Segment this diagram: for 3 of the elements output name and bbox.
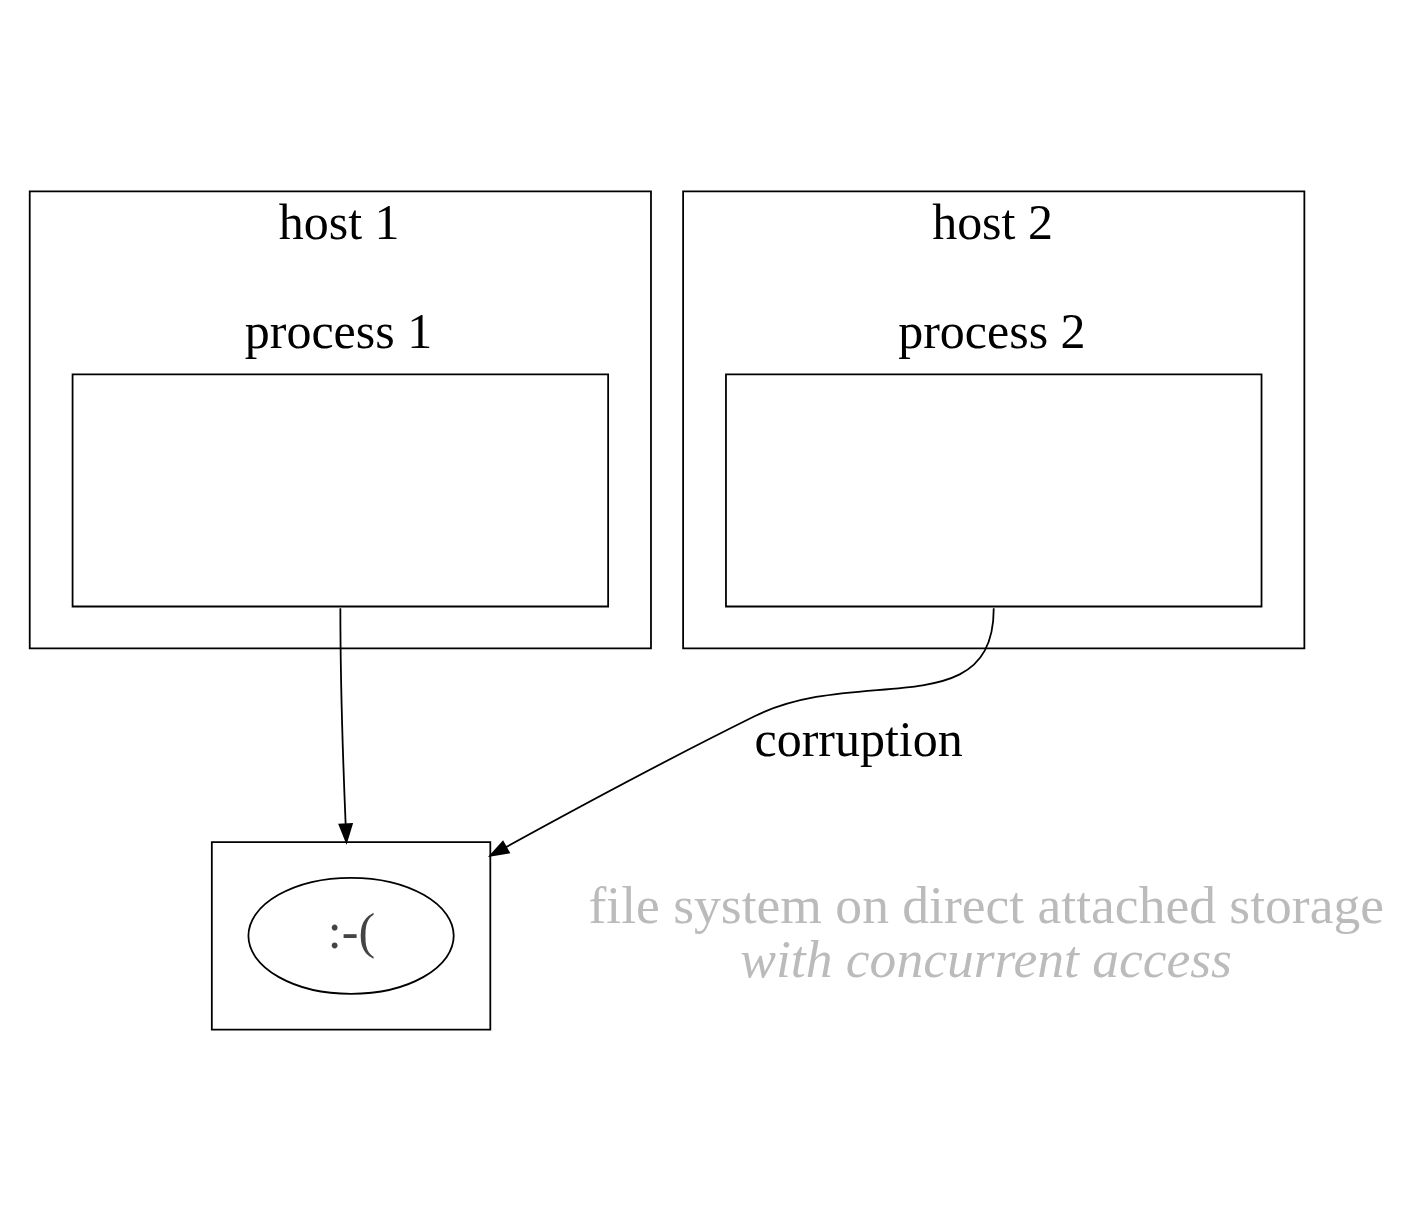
node-label: process 1 — [244, 302, 433, 359]
edge-label: corruption — [754, 710, 963, 767]
node-label: process 2 — [898, 302, 1086, 359]
